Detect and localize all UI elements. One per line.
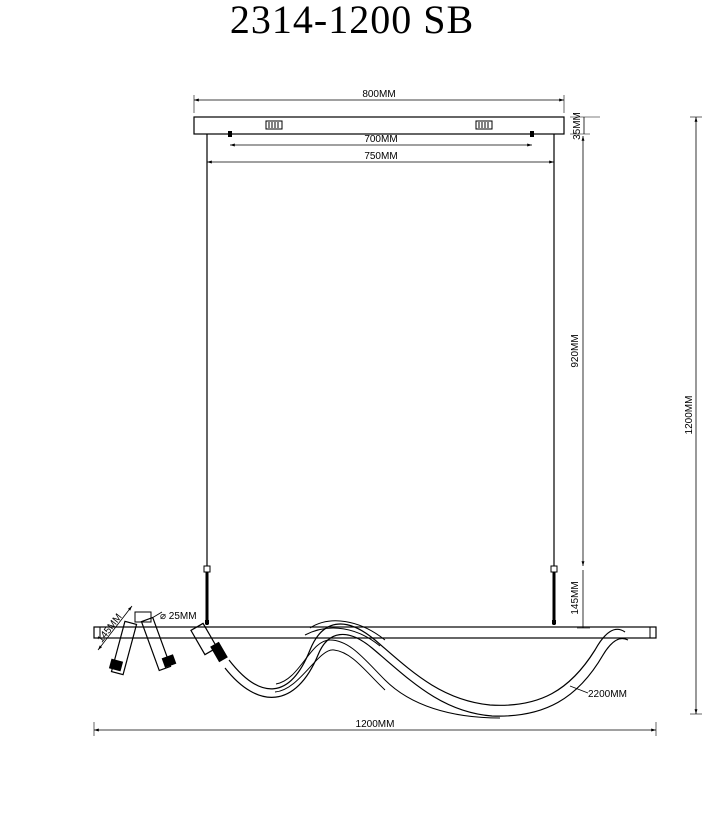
dim-spot-diameter-label: ⌀ 25MM	[160, 611, 197, 622]
dim-lower-145: 145MM	[570, 570, 590, 629]
dim-cable-length: 920MM	[570, 136, 585, 566]
dim-total-width-label: 1200MM	[356, 719, 395, 730]
dim-canopy-height: 35MM	[570, 112, 600, 140]
dim-canopy-width-label: 800MM	[362, 89, 395, 100]
dim-total-height: 1200MM	[684, 116, 702, 715]
dim-total-height-label: 1200MM	[684, 396, 695, 435]
dim-spot-diameter: ⌀ 25MM	[151, 611, 197, 622]
dim-mount-750: 750MM	[207, 151, 554, 164]
wave-light-tube	[224, 620, 629, 719]
canopy	[193, 116, 565, 137]
dim-cable-length-label: 920MM	[570, 334, 581, 367]
spotlight-right	[140, 616, 177, 672]
dim-mount-750-label: 750MM	[364, 151, 397, 162]
dim-tube-length-label: 2200MM	[588, 689, 627, 700]
dim-spot-length: 145MM	[95, 605, 133, 651]
spot-joint	[134, 611, 152, 623]
tube-socket	[190, 622, 228, 663]
dim-lower-145-label: 145MM	[570, 581, 581, 614]
dim-tube-length: 2200MM	[569, 685, 627, 700]
suspension-cables	[203, 134, 558, 625]
dim-total-width: 1200MM	[93, 719, 657, 736]
dim-mount-700: 700MM	[230, 134, 532, 147]
dim-canopy-width: 800MM	[193, 89, 565, 113]
dim-mount-700-label: 700MM	[364, 134, 397, 145]
dim-canopy-height-label: 35MM	[572, 112, 583, 140]
drawing-title: 2314-1200 SB	[229, 0, 475, 42]
